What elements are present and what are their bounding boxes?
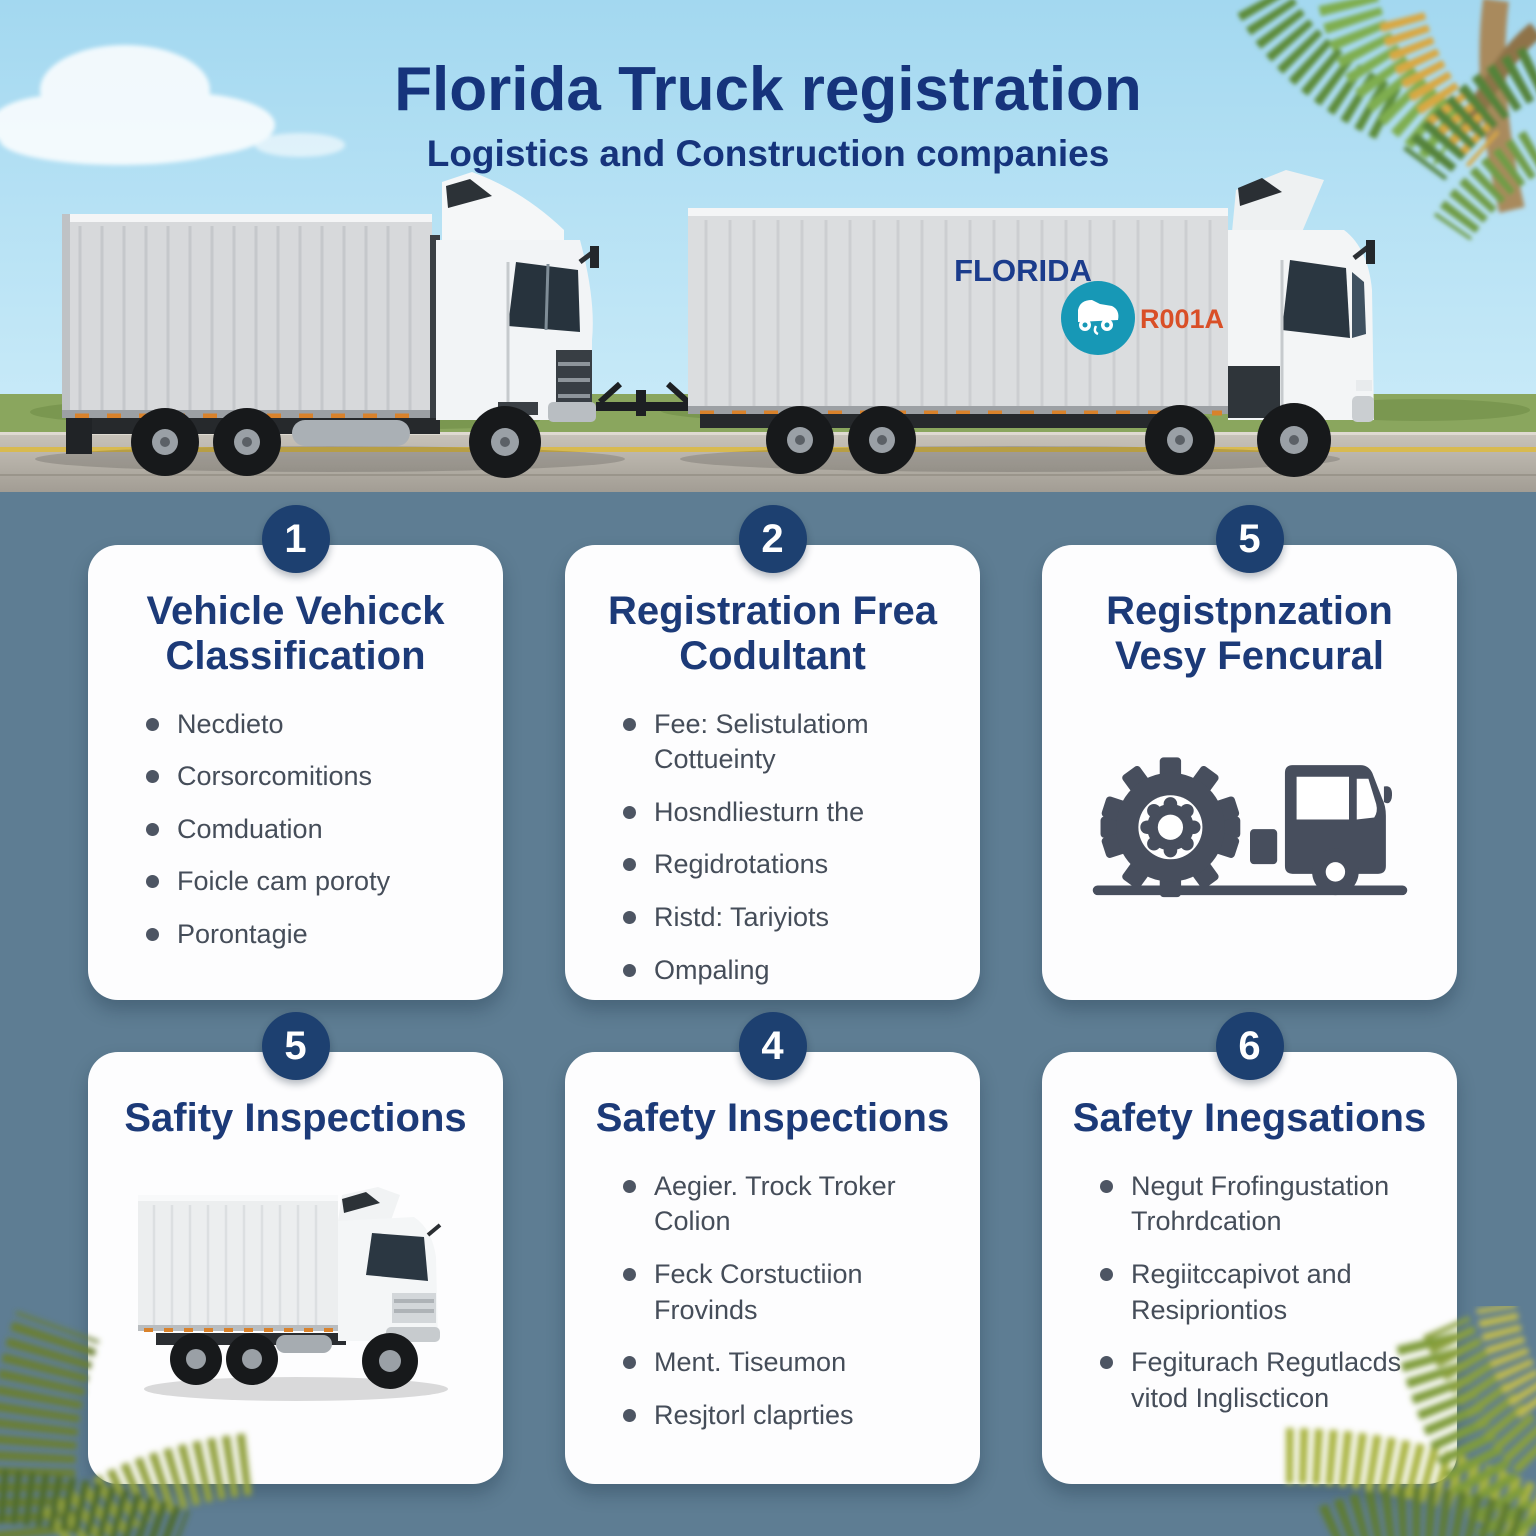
card-title: Registpnzation Vesy Fencural — [1106, 589, 1393, 678]
card-title: Vehicle Vehicck Classification — [146, 589, 445, 678]
card-safety-regulations: 6 Safety Inegsations Negut Frofingustati… — [1042, 1012, 1457, 1484]
list-item: Ompaling — [623, 953, 950, 989]
list-item-text: Aegier. Trock Troker Colion — [654, 1170, 896, 1237]
card-vehicle-classification: 1 Vehicle Vehicck Classification Necdiet… — [88, 505, 503, 1000]
bullet-dot-icon — [623, 858, 636, 872]
list-item: Fegiturach Regutlacds vitod Ingliscticon — [1100, 1345, 1427, 1416]
list-item-text: Corsorcomitions — [177, 761, 373, 792]
bullet-list: Necdieto Corsorcomitions Comduation Foic… — [88, 707, 503, 953]
bullet-dot-icon — [623, 1179, 636, 1193]
trailer-brand-text: FLORIDA — [954, 253, 1092, 288]
gear-truck-icon — [1092, 756, 1407, 897]
page-title: Florida Truck registration — [394, 55, 1142, 124]
list-item: Comduation — [146, 812, 473, 848]
bullet-dot-icon — [1100, 1356, 1113, 1370]
trucks-photo-banner: FLORIDA R001A — [0, 0, 1536, 492]
list-item-text: Comduation — [177, 813, 323, 844]
card-title: Safety Inspections — [595, 1096, 950, 1140]
list-item: Ristd: Tariyiots — [623, 900, 950, 936]
bullet-dot-icon — [1100, 1179, 1113, 1193]
list-item: Necdieto — [146, 707, 473, 743]
gear-icon — [1100, 756, 1240, 897]
baseline — [1092, 885, 1407, 895]
list-item-text: Resjtorl claprties — [654, 1399, 854, 1430]
bullet-list: Fee: Selistulatiom Cottueinty Hosndliest… — [565, 707, 980, 989]
list-item: Foicle cam poroty — [146, 864, 473, 900]
bullet-dot-icon — [623, 1268, 636, 1282]
list-item: Porontagie — [146, 917, 473, 953]
list-item-text: Foicle cam poroty — [177, 866, 391, 897]
list-item-text: Ristd: Tariyiots — [654, 902, 830, 933]
bullet-dot-icon — [146, 770, 159, 784]
step-number-badge: 4 — [738, 1012, 807, 1080]
card-title: Safety Inegsations — [1072, 1096, 1427, 1140]
bullet-dot-icon — [146, 717, 159, 731]
list-item-text: Ment. Tiseumon — [654, 1347, 847, 1378]
teal-truck-logo — [1061, 281, 1135, 355]
list-item-text: Hosndliesturn the — [654, 796, 865, 827]
list-item: Resjtorl claprties — [623, 1398, 950, 1434]
list-item: Regiitccapivot and Resipriontios — [1100, 1257, 1427, 1328]
card-registration-process: 5 Registpnzation Vesy Fencural — [1042, 505, 1457, 1000]
bullet-dot-icon — [146, 822, 159, 836]
trailer-code-text: R001A — [1140, 304, 1224, 334]
bullet-list: Negut Frofingustation Trohrdcation Regii… — [1042, 1169, 1457, 1417]
page-subtitle: Logistics and Construction companies — [426, 133, 1110, 174]
list-item-text: Regiitccapivot and Resipriontios — [1131, 1259, 1352, 1325]
card-safety-inspections-list: 4 Safety Inspections Aegier. Trock Troke… — [565, 1012, 980, 1484]
list-item-text: Feck Corstuctiion Frovinds — [654, 1259, 863, 1325]
list-item-text: Necdieto — [177, 708, 284, 739]
list-item-text: Fee: Selistulatiom Cottueinty — [654, 708, 869, 775]
cards-grid: 1 Vehicle Vehicck Classification Necdiet… — [88, 505, 1457, 1484]
card-title: Registration Frea Codultant — [608, 589, 937, 678]
step-number-badge: 5 — [261, 1012, 330, 1080]
list-item-text: Negut Frofingustation Trohrdcation — [1131, 1170, 1390, 1237]
bullet-dot-icon — [623, 717, 636, 731]
list-item: Corsorcomitions — [146, 759, 473, 795]
card-safety-inspections-photo: 5 Safity Inspections — [88, 1012, 503, 1484]
bullet-dot-icon — [146, 875, 159, 889]
bullet-dot-icon — [146, 928, 159, 942]
step-number-badge: 1 — [261, 505, 330, 573]
bullet-dot-icon — [1100, 1268, 1113, 1282]
tow-bar — [596, 381, 696, 416]
palm-frond-top-right-icon — [1237, 0, 1536, 241]
bullet-dot-icon — [623, 1356, 636, 1370]
list-item-text: Fegiturach Regutlacds vitod Ingliscticon — [1131, 1347, 1402, 1413]
bullet-list: Aegier. Trock Troker Colion Feck Corstuc… — [565, 1169, 980, 1434]
list-item: Feck Corstuctiion Frovinds — [623, 1257, 950, 1328]
box-truck-photo — [137, 1186, 448, 1401]
bullet-dot-icon — [623, 911, 636, 925]
card-registration-fee: 2 Registration Frea Codultant Fee: Selis… — [565, 505, 980, 1000]
list-item-text: Ompaling — [654, 954, 770, 985]
right-truck-illustration: FLORIDA R001A — [680, 170, 1375, 477]
road-seam — [0, 474, 1536, 476]
list-item: Negut Frofingustation Trohrdcation — [1100, 1169, 1427, 1240]
truck-cab-icon — [1249, 764, 1392, 895]
bullet-dot-icon — [623, 805, 636, 819]
header: Florida Truck registration Logistics and… — [0, 54, 1536, 175]
card-title: Safity Inspections — [124, 1096, 467, 1140]
list-item: Hosndliesturn the — [623, 795, 950, 831]
list-item: Ment. Tiseumon — [623, 1345, 950, 1381]
bullet-dot-icon — [623, 1408, 636, 1422]
list-item: Regidrotations — [623, 847, 950, 883]
step-number-badge: 6 — [1215, 1012, 1284, 1080]
list-item: Aegier. Trock Troker Colion — [623, 1169, 950, 1240]
list-item-text: Porontagie — [177, 919, 308, 950]
left-truck-illustration — [35, 172, 625, 478]
list-item-text: Regidrotations — [654, 849, 829, 880]
step-number-badge: 2 — [738, 505, 807, 573]
cloud — [0, 45, 345, 165]
bullet-dot-icon — [623, 963, 636, 977]
step-number-badge: 5 — [1215, 505, 1284, 573]
list-item: Fee: Selistulatiom Cottueinty — [623, 707, 950, 778]
